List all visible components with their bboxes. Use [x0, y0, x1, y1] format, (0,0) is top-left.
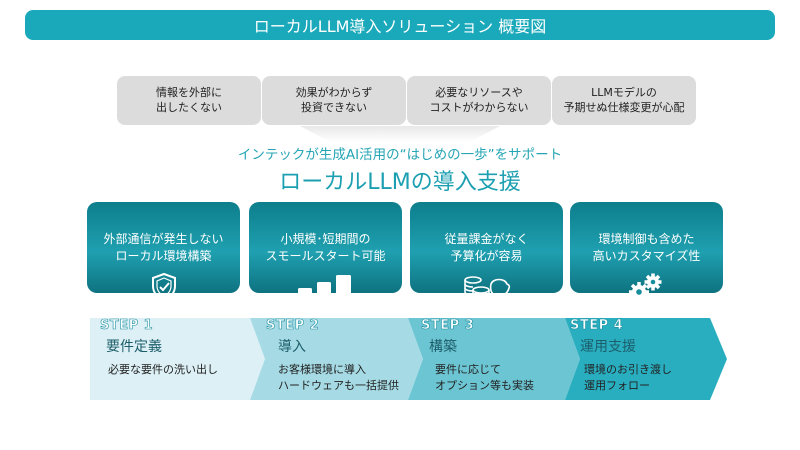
feature-text: 小規模･短期間の スモールスタート可能 — [265, 231, 386, 263]
step-2: STEP 2 導入 お客様環境に導入 ハードウェアも一括提供 — [266, 318, 416, 400]
pain-point-4: LLMモデルの 予期せぬ仕様変更が心配 — [552, 76, 696, 125]
step-label: STEP 3 — [421, 318, 475, 334]
step-body: 要件に応じて オプション等も実装 — [435, 363, 534, 392]
coins-piggy-bank-icon — [463, 276, 510, 302]
shield-check-icon — [151, 273, 176, 302]
steps-chevron-bg — [90, 318, 727, 400]
step-label: STEP 1 — [100, 318, 154, 334]
step-2-shape — [250, 318, 423, 400]
step-title: 運用支援 — [580, 339, 636, 355]
feature-card-4: 環境制御も含めた 高いカスタマイズ性 — [570, 202, 723, 303]
feature-card-3: 従量課金がなく 予算化が容易 — [410, 202, 563, 302]
step-1: STEP 1 要件定義 必要な要件の洗い出し — [100, 318, 250, 400]
feature-card-2: 小規模･短期間の スモールスタート可能 — [249, 202, 402, 302]
subtitle: インテックが生成AI活用の“はじめの一歩”をサポート — [237, 147, 563, 163]
funnel-arrow — [300, 126, 500, 142]
step-body: お客様環境に導入 ハードウェアも一括提供 — [278, 363, 399, 392]
step-3-shape — [408, 318, 580, 400]
pain-point-2: 効果がわからず 投資できない — [262, 76, 406, 125]
step-1-shape — [90, 318, 265, 400]
step-body: 環境のお引き渡し 運用フォロー — [584, 363, 672, 392]
step-title: 構築 — [429, 339, 457, 355]
feature-text: 外部通信が発生しない ローカル環境構築 — [103, 231, 224, 263]
step-3: STEP 3 構築 要件に応じて オプション等も実装 — [421, 318, 571, 400]
feature-text: 環境制御も含めた 高いカスタマイズ性 — [592, 231, 701, 263]
step-4: STEP 4 運用支援 環境のお引き渡し 運用フォロー — [570, 318, 720, 400]
pain-point-1: 情報を外部に 出したくない — [117, 76, 261, 125]
diagram-title: ローカルLLM導入ソリューション 概要図 — [25, 10, 775, 40]
gears-icon — [628, 273, 661, 303]
feature-text: 従量課金がなく 予算化が容易 — [444, 231, 529, 263]
step-title: 導入 — [278, 339, 306, 355]
pain-point-3: 必要なリソースや コストがわからない — [407, 76, 551, 125]
step-title: 要件定義 — [106, 339, 162, 355]
step-label: STEP 4 — [570, 318, 624, 334]
heading: ローカルLLMの導入支援 — [279, 170, 521, 195]
feature-card-1: 外部通信が発生しない ローカル環境構築 — [87, 202, 240, 302]
step-4-shape — [565, 318, 727, 400]
step-body: 必要な要件の洗い出し — [108, 363, 218, 376]
step-label: STEP 2 — [266, 318, 320, 334]
bar-chart-icon — [297, 275, 351, 302]
